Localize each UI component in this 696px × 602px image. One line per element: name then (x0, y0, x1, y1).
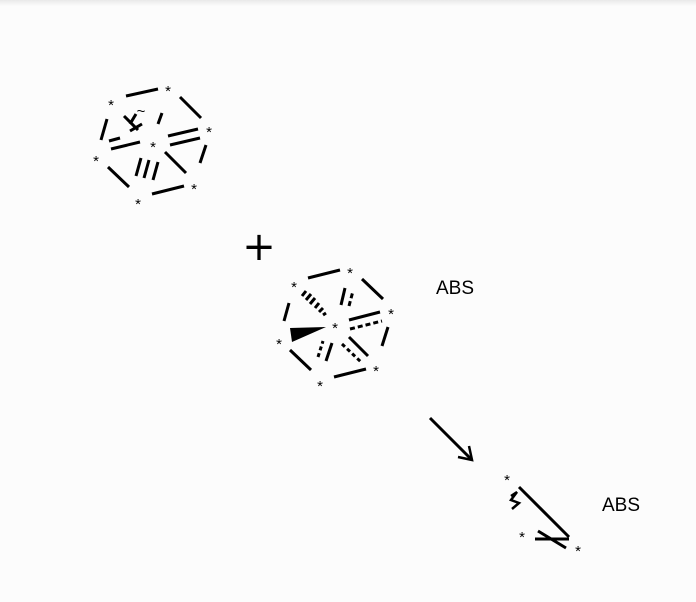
r1-bond (178, 95, 203, 120)
r1-bond (99, 118, 109, 141)
r1-bond (198, 144, 208, 164)
r2-bond (333, 367, 367, 379)
r2-bond (380, 326, 390, 347)
r2-bond (347, 290, 355, 307)
r1-atom-label: * (93, 153, 99, 170)
r1-bond (106, 165, 131, 189)
r1-bond (125, 87, 159, 98)
r2-hash-bond (317, 306, 325, 314)
r2-bond (316, 340, 325, 358)
r2-hash-bond (313, 302, 321, 309)
r1-bond (129, 122, 143, 133)
r2-hash-bond (300, 290, 308, 297)
r2-hash-bond (322, 311, 327, 317)
product-molecule: * * * (504, 472, 581, 560)
r2-bond (340, 342, 363, 364)
reaction-arrow-head (457, 445, 474, 462)
r1-bond (110, 140, 141, 151)
r1-atom-label: * (108, 97, 114, 114)
r1-bond (151, 161, 160, 181)
r2-bond (307, 268, 341, 280)
r2-bond (339, 287, 347, 306)
r2-atom-label: * (373, 363, 379, 380)
r2-bond (348, 310, 381, 322)
product-atom-label: * (519, 529, 525, 546)
r2-bond (288, 348, 313, 372)
r1-bond (108, 136, 121, 143)
product-atom-label: * (504, 472, 510, 489)
product-bond (517, 485, 571, 539)
r2-bond (349, 319, 383, 331)
r2-hash-bond (308, 297, 317, 305)
r2-atom-label: * (291, 279, 297, 296)
product-wavy-bond (508, 490, 522, 510)
plus-sign: + (242, 224, 276, 270)
r1-bond (169, 136, 201, 147)
reactant-1-molecule: * * * * * * * ~ (93, 83, 212, 213)
r1-bond (163, 150, 188, 175)
r1-atom-label: * (135, 196, 141, 213)
r1-atom-label: * (165, 83, 171, 100)
r2-atom-label: * (317, 378, 323, 395)
r2-bond (360, 277, 385, 301)
r1-bond (156, 112, 164, 125)
tilde-mark: ~ (137, 103, 146, 120)
r2-atom-label: * (388, 306, 394, 323)
product-abs-label: ABS (602, 495, 640, 516)
r2-atom-label: * (276, 336, 282, 353)
reactant-2-abs-label: ABS (436, 278, 474, 299)
reactant-2-molecule: * * * * * * * (276, 265, 394, 395)
r1-atom-label: * (191, 181, 197, 198)
product-atom-label: * (575, 543, 581, 560)
r1-bond (128, 113, 138, 125)
r1-atom-label: * (206, 124, 212, 141)
r1-bond (167, 127, 199, 138)
r2-bond (324, 342, 334, 362)
r1-bond (142, 159, 151, 179)
r2-wedge-bond (290, 327, 326, 342)
r1-atom-label: * (150, 139, 156, 156)
r1-bond (151, 184, 185, 196)
product-bond (537, 529, 567, 550)
r1-bond (134, 157, 143, 177)
r2-atom-label: * (332, 320, 338, 337)
r2-atom-label: * (347, 265, 353, 282)
r2-bond (347, 335, 370, 358)
r2-bond (282, 302, 291, 322)
top-edge-shadow (0, 0, 696, 6)
r2-hash-bond (304, 293, 313, 301)
reaction-arrow-shaft (428, 416, 473, 461)
reaction-arrow (428, 416, 474, 462)
